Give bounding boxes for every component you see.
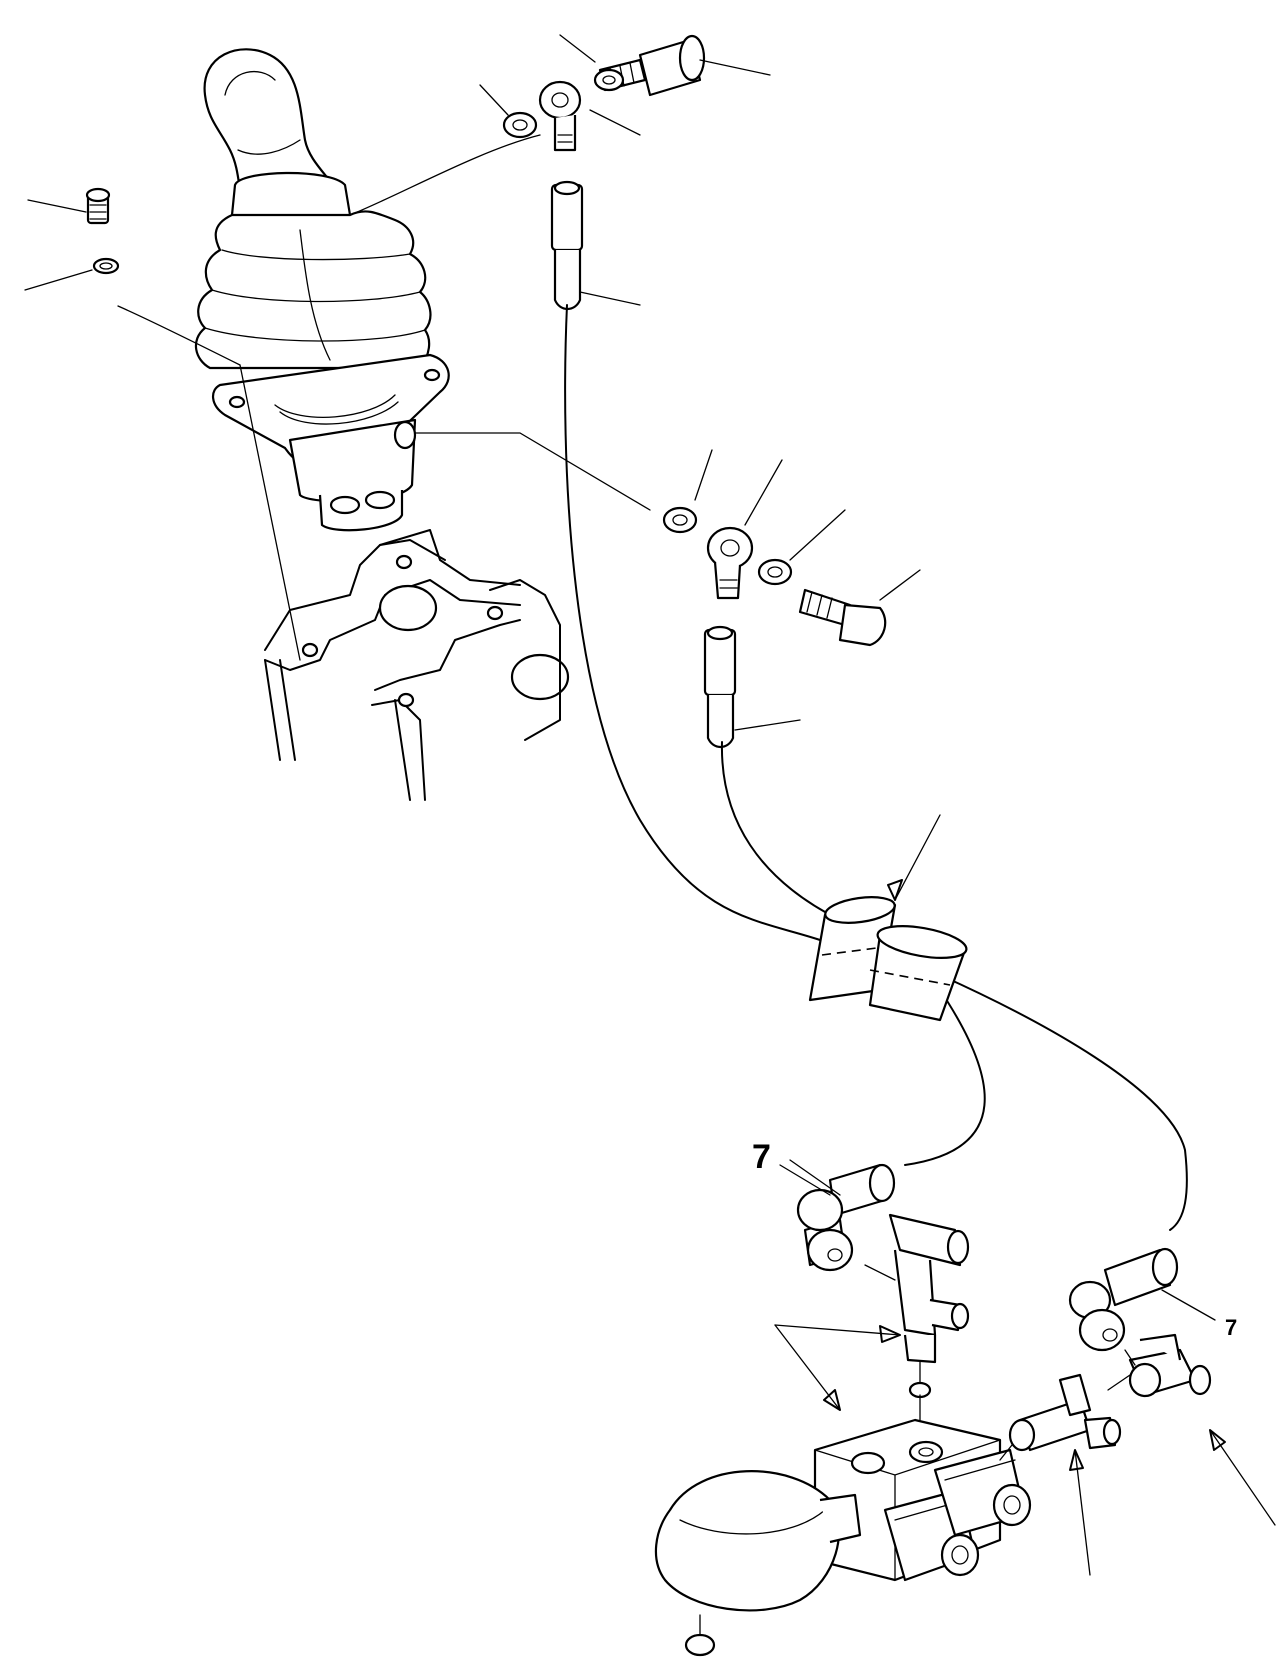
- hose-lower: [720, 741, 841, 921]
- valve-manifold: [654, 1159, 1212, 1657]
- joystick-assembly: [194, 48, 450, 532]
- callout-a: 7: [752, 1138, 771, 1176]
- callout-b-leader: [1161, 1289, 1216, 1321]
- callout-b: 7: [1225, 1315, 1237, 1340]
- lower-banjo-fitting: [414, 432, 921, 749]
- pilot-hoses: [564, 304, 1188, 1231]
- hose-sleeve: [808, 814, 968, 1022]
- hose-upper: [564, 304, 821, 941]
- mounting-screw-group: [24, 187, 301, 661]
- rubber-boot: [194, 210, 432, 370]
- callout-a-leader: [779, 1164, 831, 1196]
- arrows: [774, 1324, 1276, 1576]
- upper-banjo-fitting: [349, 34, 771, 311]
- accumulator: [654, 1470, 840, 1612]
- cab-frame: [264, 529, 570, 801]
